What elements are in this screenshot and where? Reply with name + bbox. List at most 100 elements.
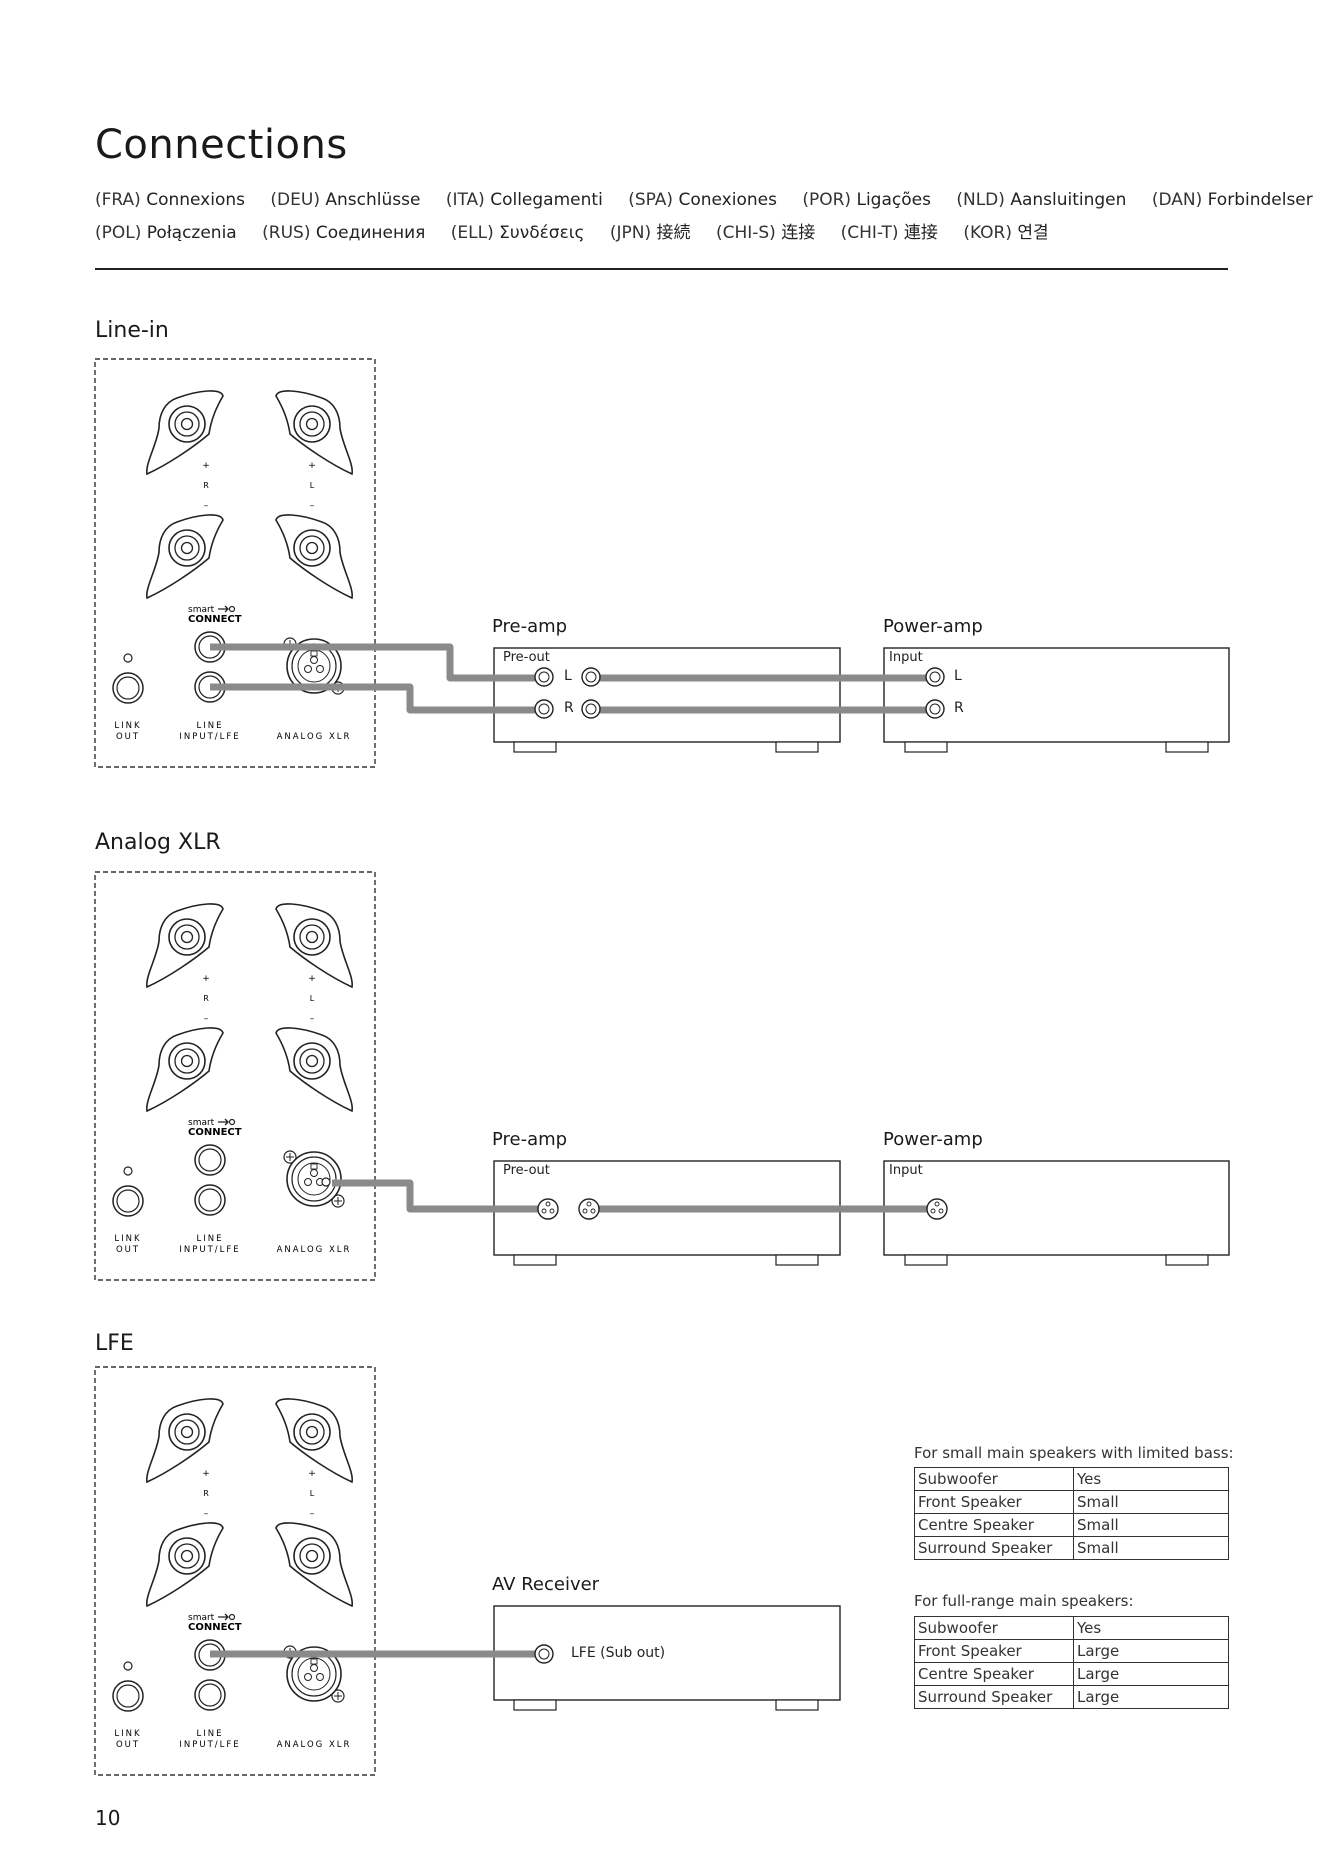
terminal-minus-l: – (310, 1509, 315, 1519)
av-receiver-box (493, 1605, 841, 1711)
terminal-plus-l: + (308, 1469, 316, 1479)
terminal-plus-r: + (202, 461, 210, 471)
xlr-plug-icon (578, 1198, 600, 1220)
lfe-out-jack-icon (534, 1644, 554, 1664)
translation-fra: (FRA) Connexions (95, 190, 245, 210)
small-speakers-note: For small main speakers with limited bas… (914, 1444, 1234, 1462)
smart-logo-text: smart (188, 605, 215, 615)
page-number: 10 (95, 1806, 121, 1830)
section-title-analog-xlr: Analog XLR (95, 830, 221, 855)
terminal-minus-l: – (310, 501, 315, 511)
table-cell: Front Speaker (914, 1490, 1074, 1514)
input-r-label: R (954, 700, 964, 716)
table-cell: Yes (1073, 1467, 1229, 1491)
speaker-terminal-icon (275, 390, 353, 476)
rear-panel-lfe: + R – + L – smart CONNECT (94, 1366, 376, 1776)
speaker-terminal-icon (275, 1027, 353, 1113)
plug-r-icon (581, 699, 601, 719)
terminal-label-r: R (203, 1489, 209, 1498)
poweramp-label-xlr: Power-amp (883, 1129, 983, 1150)
cable-xlr (332, 1179, 933, 1213)
terminal-plus-r: + (202, 1469, 210, 1479)
connect-logo-text: CONNECT (188, 1127, 242, 1138)
line-input-jack-top-icon (194, 1639, 226, 1671)
link-out-jack-icon (112, 1185, 144, 1217)
preamp-label-xlr: Pre-amp (492, 1129, 568, 1150)
poweramp-box-xlr (883, 1160, 1230, 1266)
translation-chi-s: (CHI-S) 连接 (715, 223, 816, 243)
connect-logo-text: CONNECT (188, 1622, 242, 1633)
translations-line-2: (POL) Połączenia (RUS) Соединения (ELL) … (95, 218, 1069, 243)
terminal-plus-l: + (308, 974, 316, 984)
table-cell: Subwoofer (914, 1467, 1074, 1491)
terminal-label-r: R (203, 481, 209, 490)
table-cell: Large (1073, 1639, 1229, 1663)
speaker-terminal-icon (146, 1398, 224, 1484)
table-cell: Centre Speaker (914, 1513, 1074, 1537)
indicator-led-icon (123, 1661, 133, 1671)
table-cell: Large (1073, 1662, 1229, 1686)
line-input-label-2: INPUT/LFE (179, 1740, 240, 1750)
input-jack-l-icon (925, 667, 945, 687)
link-out-label-2: OUT (116, 1245, 140, 1255)
xlr-connector-icon (283, 637, 345, 695)
preout-label-line-in: Pre-out (503, 650, 550, 665)
xlr-input-icon (926, 1198, 948, 1220)
line-input-jack-bottom-icon (194, 671, 226, 703)
full-range-speakers-note: For full-range main speakers: (914, 1592, 1134, 1610)
terminal-minus-r: – (204, 501, 209, 511)
line-input-label-2: INPUT/LFE (179, 732, 240, 742)
input-jack-r-icon (925, 699, 945, 719)
speaker-terminal-icon (146, 1522, 224, 1608)
rear-panel-analog-xlr: + R – + L – smart CONNECT (94, 871, 376, 1281)
table-cell: Small (1073, 1490, 1229, 1514)
poweramp-box-line-in (883, 647, 1230, 753)
section-title-line-in: Line-in (95, 318, 169, 343)
table-cell: Centre Speaker (914, 1662, 1074, 1686)
line-input-label-1: LINE (197, 1729, 224, 1739)
translations-line-1: (FRA) Connexions (DEU) Anschlüsse (ITA) … (95, 190, 1324, 210)
translation-pol: (POL) Połączenia (95, 223, 237, 243)
translation-chi-t: (CHI-T) 連接 (840, 223, 938, 243)
analog-xlr-label: ANALOG XLR (277, 732, 352, 742)
rear-panel-line-in: + R – + L – smart CONNECT (94, 358, 376, 768)
speaker-terminal-icon (146, 903, 224, 989)
line-input-label-2: INPUT/LFE (179, 1245, 240, 1255)
input-l-label: L (954, 668, 962, 684)
page-title: Connections (95, 122, 348, 168)
plug-l-icon (581, 667, 601, 687)
poweramp-label-line-in: Power-amp (883, 616, 983, 637)
translation-dan: (DAN) Forbindelser (1151, 190, 1313, 210)
table-cell: Large (1073, 1685, 1229, 1709)
translation-spa: (SPA) Conexiones (628, 190, 777, 210)
analog-xlr-label: ANALOG XLR (277, 1245, 352, 1255)
lfe-sub-out-label: LFE (Sub out) (571, 1645, 666, 1661)
table-cell: Surround Speaker (914, 1685, 1074, 1709)
link-out-label-2: OUT (116, 1740, 140, 1750)
speaker-terminal-icon (146, 1027, 224, 1113)
xlr-connector-icon (283, 1150, 345, 1208)
line-input-label-1: LINE (197, 1234, 224, 1244)
line-input-label-1: LINE (197, 721, 224, 731)
input-label-line-in: Input (889, 650, 923, 665)
translation-nld: (NLD) Aansluitingen (956, 190, 1127, 210)
speaker-terminal-icon (275, 1522, 353, 1608)
translation-ell: (ELL) Συνδέσεις (450, 223, 585, 243)
link-out-label-1: LINK (114, 1729, 141, 1739)
terminal-label-r: R (203, 994, 209, 1003)
table-cell: Subwoofer (914, 1616, 1074, 1640)
table-cell: Small (1073, 1536, 1229, 1560)
speaker-terminal-icon (275, 1398, 353, 1484)
preout-r-label: R (564, 700, 574, 716)
section-title-lfe: LFE (95, 1331, 134, 1356)
input-label-xlr: Input (889, 1163, 923, 1178)
translation-kor: (KOR) 연결 (963, 223, 1049, 243)
connect-logo-text: CONNECT (188, 614, 242, 625)
translation-jpn: (JPN) 接続 (609, 223, 691, 243)
